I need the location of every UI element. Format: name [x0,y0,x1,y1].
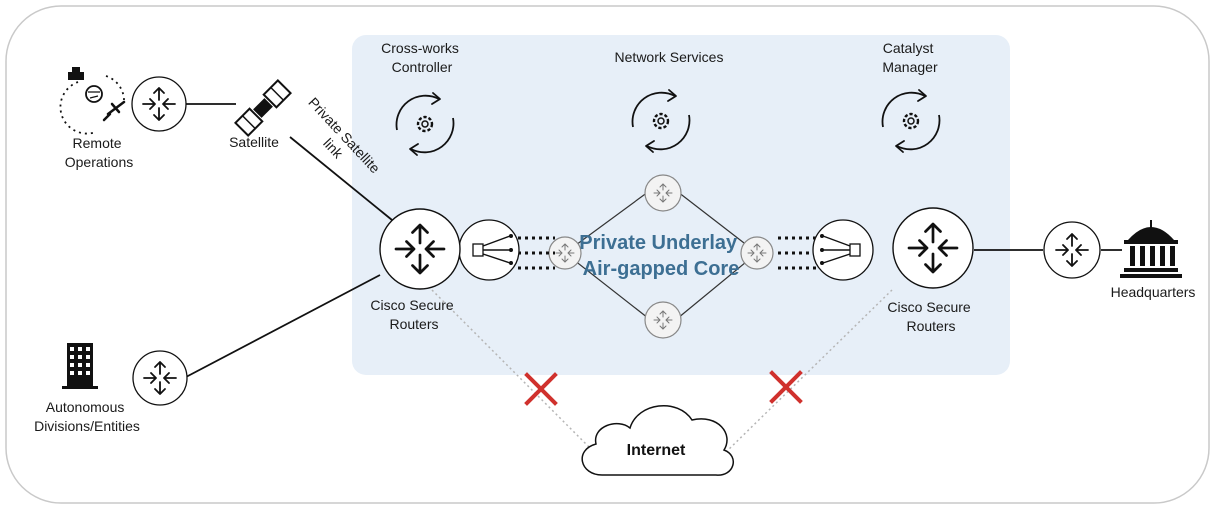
network-services-label: Network Services [615,49,724,65]
autonomous-router [132,350,188,406]
router-right-label: Cisco Secure Routers [887,299,974,334]
router-left-label: Cisco Secure Routers [370,297,457,332]
core-node-right [740,236,774,270]
core-mesh [564,191,758,319]
core-panel [352,35,1010,375]
blocked-left-icon [524,372,558,406]
core-node-bottom [644,301,682,339]
router-right [892,207,974,289]
satellite-icon [234,79,292,137]
headquarters-label: Headquarters [1111,284,1196,300]
core-node-top [644,174,682,212]
fiber-node-left [458,219,520,281]
satellite-label: Satellite [229,134,279,150]
outer-frame [5,5,1210,504]
crossworks-label: Cross-works Controller [381,40,463,75]
internet-label: Internet [627,442,686,459]
blocked-right-icon [769,370,803,404]
headquarters-icon [1120,220,1182,278]
router-left [379,208,461,290]
building-icon [62,343,98,389]
core-label: Private Underlay Air-gapped Core [579,232,742,280]
fiber-node-right [812,219,874,281]
internet-cloud-icon [581,405,734,476]
remote-ops-router [131,76,187,132]
solid-links [185,103,1122,378]
internet-links [431,289,893,453]
hq-router [1043,221,1101,279]
remote-ops-icon [59,67,126,135]
remote-ops-label: Remote Operations [65,135,133,170]
autonomous-label: Autonomous Divisions/Entities [34,399,140,434]
catalyst-label: Catalyst Manager [882,40,938,75]
